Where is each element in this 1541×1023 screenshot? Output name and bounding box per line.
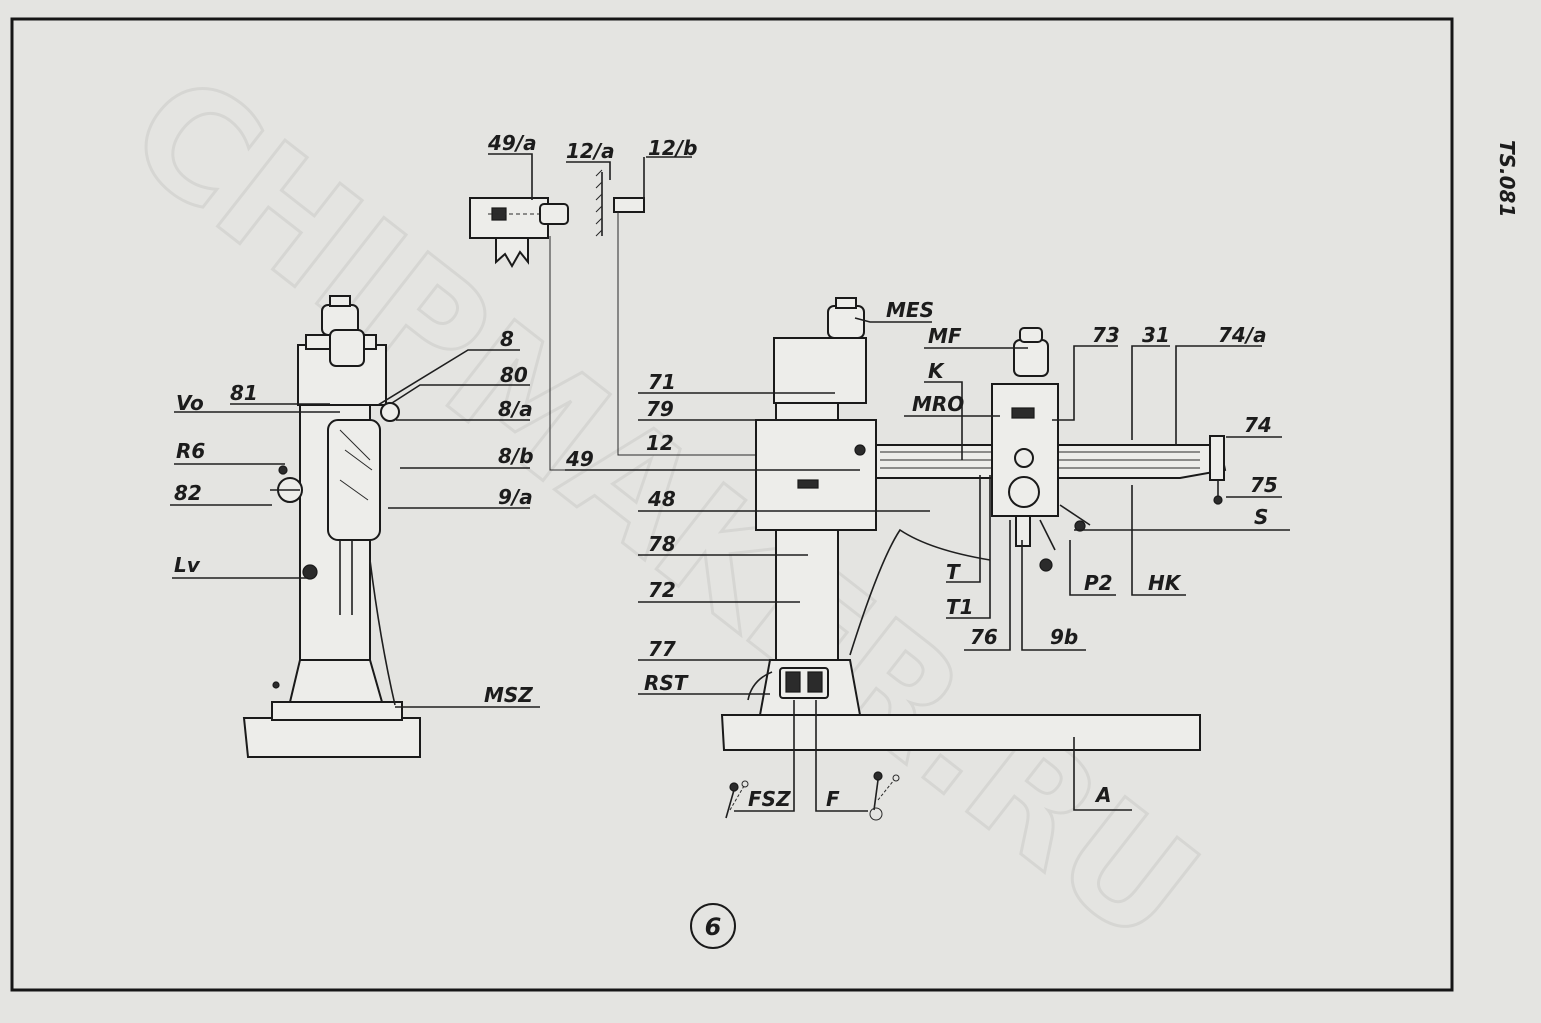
label-49: 49 xyxy=(565,447,594,471)
label-mro: MRO xyxy=(912,392,964,416)
side-column-foot xyxy=(288,659,384,703)
label-mes: MES xyxy=(886,298,934,322)
label-81: 81 xyxy=(230,381,258,405)
label-a: A xyxy=(1094,783,1111,807)
leader-lines xyxy=(170,153,1290,812)
label-f: F xyxy=(826,787,840,811)
label-t: T xyxy=(946,560,961,584)
detail-assembly xyxy=(469,169,770,471)
label-12: 12 xyxy=(646,431,674,455)
side-view-machine xyxy=(242,295,421,758)
label-mf: MF xyxy=(928,324,962,348)
label-49a: 49/a xyxy=(487,131,537,155)
motor-mf xyxy=(1013,339,1049,377)
side-base xyxy=(242,717,421,758)
side-motor-cap xyxy=(329,295,351,307)
label-72: 72 xyxy=(648,578,676,602)
spindle xyxy=(1015,515,1031,547)
label-r6: R6 xyxy=(176,439,205,463)
part-labels: 49/a 12/a 12/b 8 81 80 Vo 8/a R6 8/b 82 … xyxy=(174,131,1278,811)
head-handwheel xyxy=(1008,476,1040,508)
label-msz: MSZ xyxy=(484,683,533,707)
label-9a: 9/a xyxy=(498,485,533,509)
label-8: 8 xyxy=(500,327,514,351)
side-text: TS.081 xyxy=(1495,140,1519,217)
label-73: 73 xyxy=(1092,323,1120,347)
label-74: 74 xyxy=(1244,413,1272,437)
label-78: 78 xyxy=(648,532,676,556)
side-gearbox xyxy=(327,419,381,541)
label-76: 76 xyxy=(970,625,998,649)
side-base-plate xyxy=(271,701,403,721)
motor-mes xyxy=(827,305,865,339)
side-motor-lower xyxy=(329,329,365,367)
label-s: S xyxy=(1254,505,1268,529)
label-48: 48 xyxy=(647,487,676,511)
side-handle-knob xyxy=(278,465,288,475)
front-column-top xyxy=(773,337,867,404)
label-hk: HK xyxy=(1148,571,1182,595)
figure-number-text: 6 xyxy=(705,913,722,941)
label-79: 79 xyxy=(646,397,674,421)
label-p2: P2 xyxy=(1084,571,1113,595)
front-view-machine xyxy=(720,297,1227,751)
label-k: K xyxy=(928,359,945,383)
label-9b: 9b xyxy=(1050,625,1078,649)
side-dial-80 xyxy=(380,402,400,422)
label-31: 31 xyxy=(1142,323,1170,347)
label-t1: T1 xyxy=(946,595,974,619)
drawing-frame xyxy=(10,17,1454,992)
label-75: 75 xyxy=(1250,473,1278,497)
label-8a: 8/a xyxy=(498,397,533,421)
label-vo: Vo xyxy=(176,391,204,415)
label-71: 71 xyxy=(648,370,676,394)
label-12a: 12/a xyxy=(566,139,615,163)
label-77: 77 xyxy=(648,637,676,661)
label-12b: 12/b xyxy=(648,136,697,160)
arm-carriage xyxy=(755,419,877,531)
label-lv: Lv xyxy=(174,553,201,577)
label-rst: RST xyxy=(644,671,689,695)
figure-number-circle xyxy=(690,903,736,949)
front-base xyxy=(720,714,1201,751)
label-fsz: FSZ xyxy=(748,787,791,811)
label-8b: 8/b xyxy=(498,444,534,468)
label-74a: 74/a xyxy=(1218,323,1267,347)
label-80: 80 xyxy=(500,363,528,387)
side-lever-ball xyxy=(302,564,318,580)
lever-symbols xyxy=(725,771,900,821)
label-82: 82 xyxy=(174,481,202,505)
figure-number: 6 xyxy=(690,903,736,949)
